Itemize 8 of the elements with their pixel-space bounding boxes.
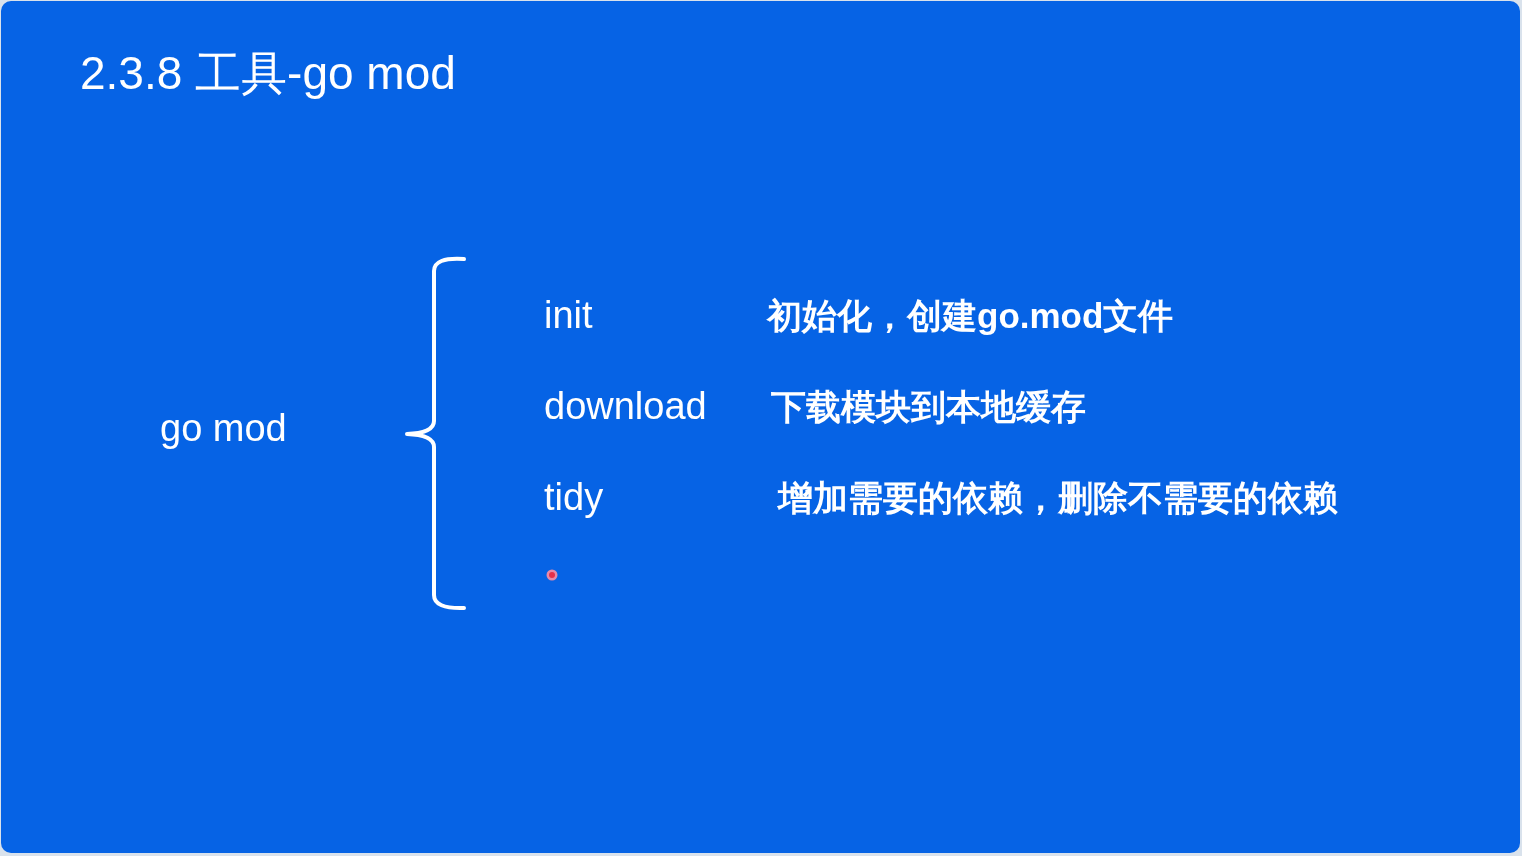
command-name: init — [544, 293, 593, 339]
command-description: 增加需要的依赖，删除不需要的依赖 — [778, 477, 1338, 519]
command-description: 下载模块到本地缓存 — [771, 386, 1086, 428]
command-description: 初始化，创建go.mod文件 — [767, 295, 1174, 337]
root-label: go mod — [160, 406, 287, 452]
command-name: download — [544, 384, 707, 430]
slide-title: 2.3.8 工具-go mod — [80, 46, 456, 101]
command-name: tidy — [544, 475, 604, 521]
